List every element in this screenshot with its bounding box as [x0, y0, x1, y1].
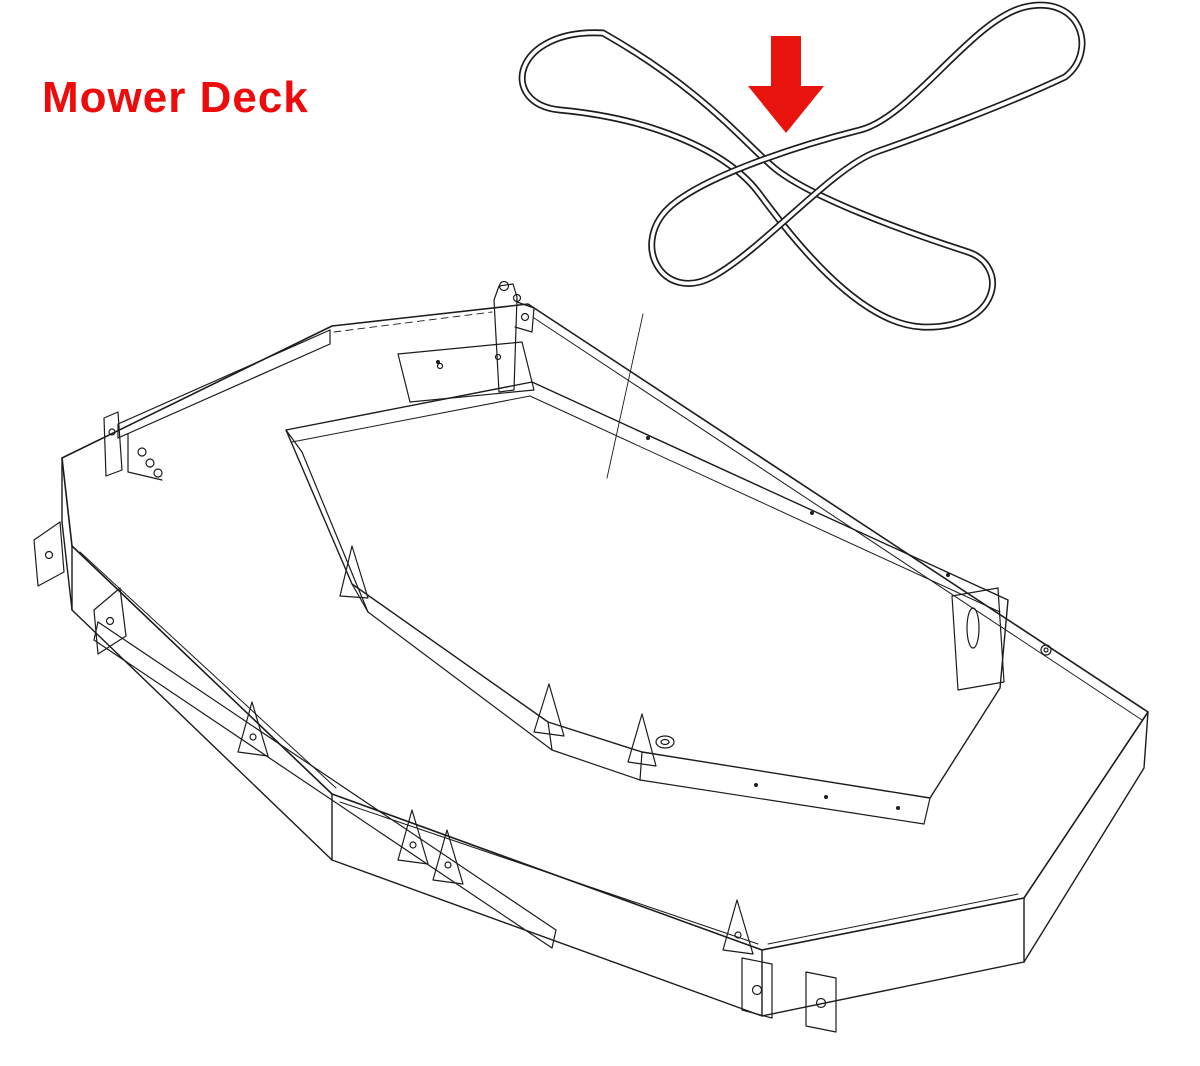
bottom-tabs — [741, 957, 837, 1033]
drive-belt-drawing — [518, 1, 1086, 331]
belt-loop-right-core — [650, 3, 1084, 285]
pivot-bracket — [493, 280, 535, 393]
pointer-arrow-icon — [748, 36, 824, 133]
hanger-bracket-bar — [103, 329, 331, 481]
belt-loop-left-core — [520, 31, 995, 329]
left-hanger-tabs — [33, 521, 127, 655]
construction-lines — [333, 311, 644, 479]
deck-skirt — [61, 457, 1149, 1017]
rivet-dots — [436, 360, 950, 810]
front-rail — [93, 621, 557, 949]
diagram-title: Mower Deck — [42, 73, 309, 122]
belt-loop-right — [648, 1, 1086, 287]
baffle-gussets — [339, 545, 657, 767]
front-gussets — [237, 701, 754, 955]
mount-plate — [397, 341, 535, 403]
slotted-bracket — [951, 587, 1052, 691]
spindle-hole — [655, 735, 675, 749]
rim-edge-lines — [79, 317, 1143, 945]
deck-shell-outline — [61, 303, 1149, 951]
mower-deck-drawing — [33, 280, 1149, 1033]
belt-loop-left — [518, 29, 996, 331]
inner-baffle-outline — [285, 381, 1009, 825]
